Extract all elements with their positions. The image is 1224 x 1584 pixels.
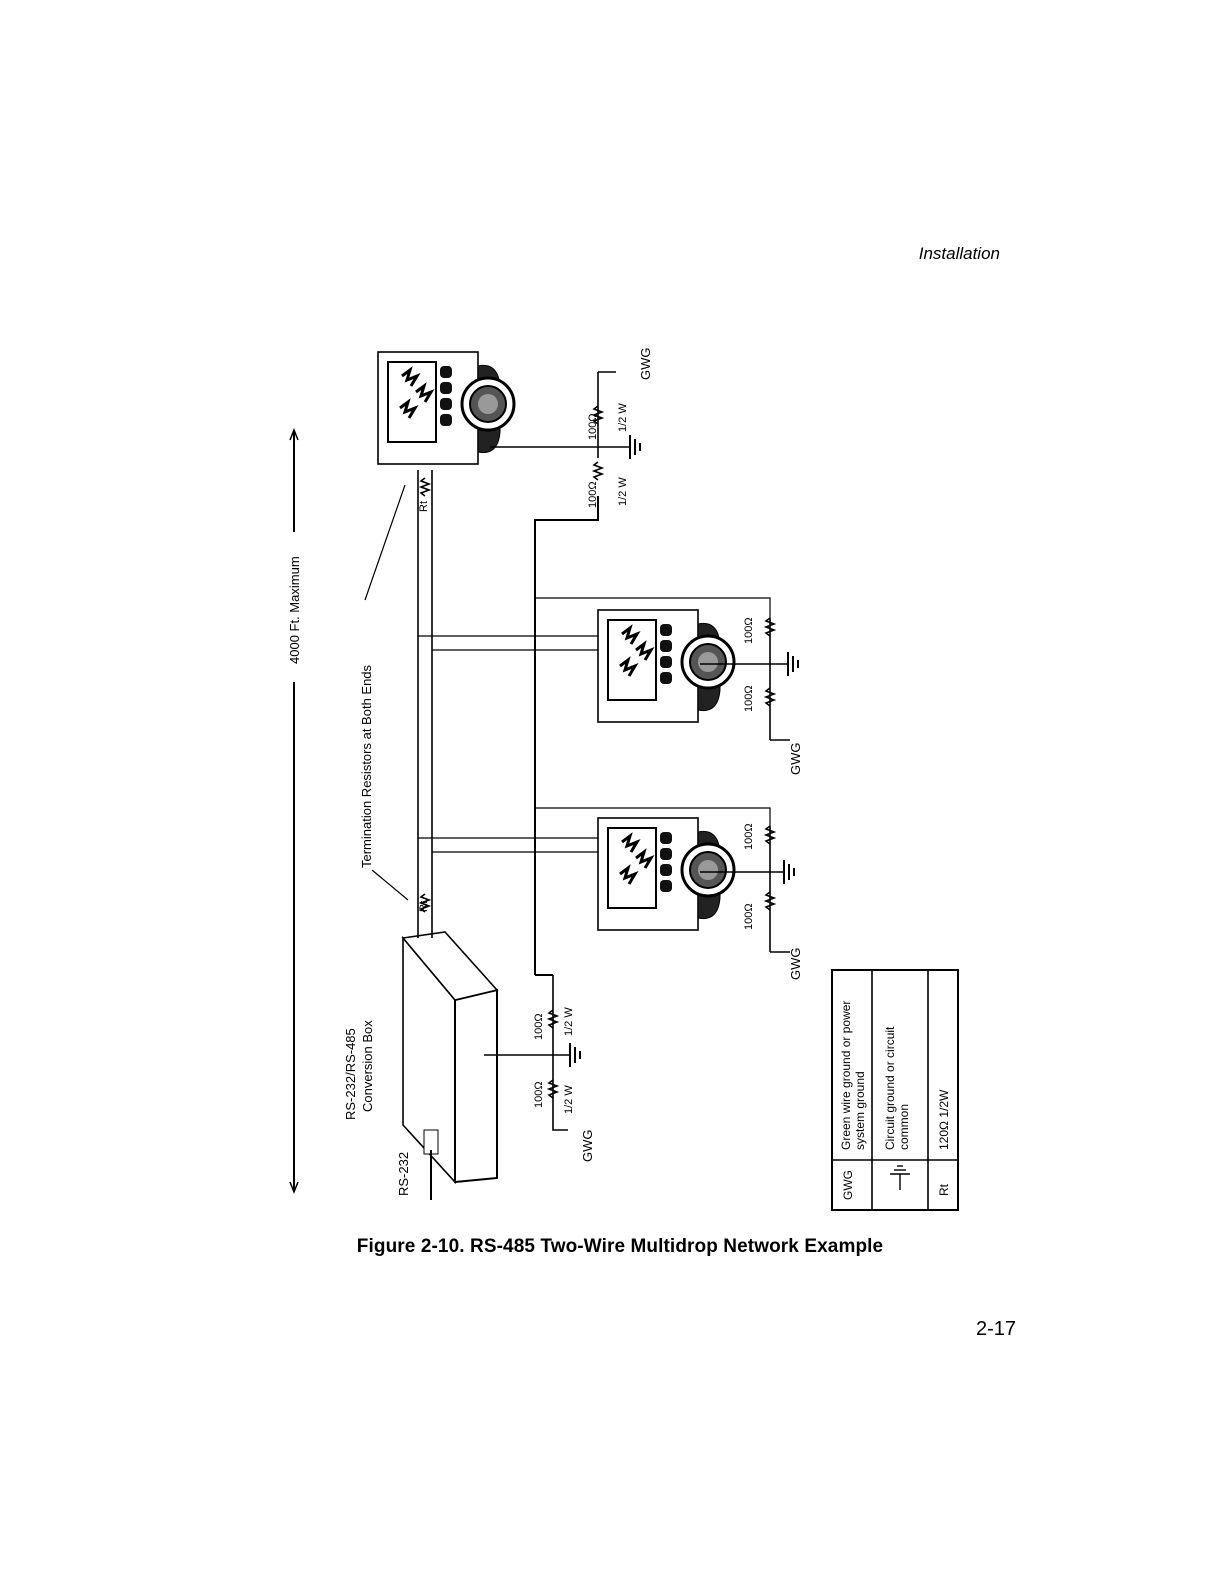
conversion-box [401, 931, 499, 1185]
page-number: 2-17 [975, 1318, 1016, 1340]
legend-ground-desc-2: common [897, 1104, 911, 1150]
box-gwg: GWG [580, 1130, 595, 1163]
meter1-gwg: GWG [638, 348, 653, 381]
meter3-res-a-value: 100Ω [743, 823, 755, 850]
meter2-res-a-value: 100Ω [743, 617, 755, 644]
meter3-res-b-value: 100Ω [743, 903, 755, 930]
running-header: Installation [918, 244, 1000, 263]
meter3-gwg: GWG [788, 948, 803, 981]
legend-ground-desc-1: Circuit ground or circuit [883, 1026, 897, 1150]
rt-label-top: Rt [418, 501, 430, 512]
legend-table: GWG Green wire ground or power system gr… [831, 969, 959, 1211]
meter1-res-a-value: 100Ω [587, 413, 599, 440]
legend-rt-desc: 120Ω 1/2W [937, 1089, 951, 1150]
legend-gwg-desc-1: Green wire ground or power [839, 1001, 853, 1150]
legend-gwg-desc-2: system ground [853, 1071, 867, 1150]
termination-label: Termination Resistors at Both Ends [359, 664, 374, 868]
distance-label: 4000 Ft. Maximum [287, 556, 302, 664]
figure-caption: Figure 2-10. RS-485 Two-Wire Multidrop N… [356, 1236, 884, 1257]
meter-2 [596, 608, 736, 724]
circuit-ground-icon [890, 1165, 910, 1190]
rt-label-bottom: Rt [418, 901, 430, 912]
meter-3 [596, 816, 736, 932]
meter1-res-b-power: 1/2 W [617, 477, 629, 506]
meter2-res-b-value: 100Ω [743, 685, 755, 712]
box-res-b-value: 100Ω [533, 1081, 545, 1108]
meter1-res-a-power: 1/2 W [617, 403, 629, 432]
legend-rt-symbol: Rt [937, 1183, 951, 1196]
rs232-label: RS-232 [396, 1152, 411, 1196]
meter2-gwg: GWG [788, 743, 803, 776]
legend-gwg-symbol: GWG [841, 1170, 855, 1200]
conversion-box-label-2: Conversion Box [360, 1020, 375, 1112]
conversion-box-label-1: RS-232/RS-485 [343, 1028, 358, 1120]
box-res-b-power: 1/2 W [563, 1085, 575, 1114]
box-res-a-power: 1/2 W [563, 1007, 575, 1036]
box-res-a-value: 100Ω [533, 1013, 545, 1040]
ground-wire [534, 496, 599, 975]
meter1-res-b-value: 100Ω [587, 481, 599, 508]
